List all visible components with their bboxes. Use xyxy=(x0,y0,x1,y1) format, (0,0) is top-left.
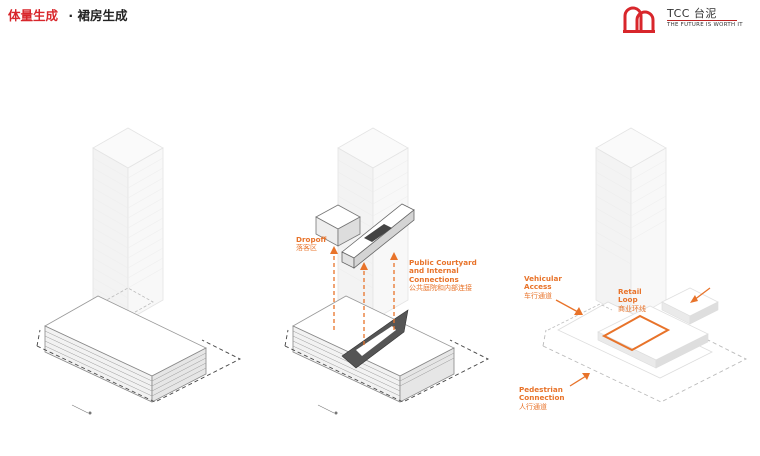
vehicular-label: Vehicular Access 车行通道 xyxy=(524,275,562,300)
retail-label: Retail Loop 商业环线 xyxy=(618,288,646,313)
pedestrian-label: Pedestrian Connection 人行通道 xyxy=(519,386,565,411)
